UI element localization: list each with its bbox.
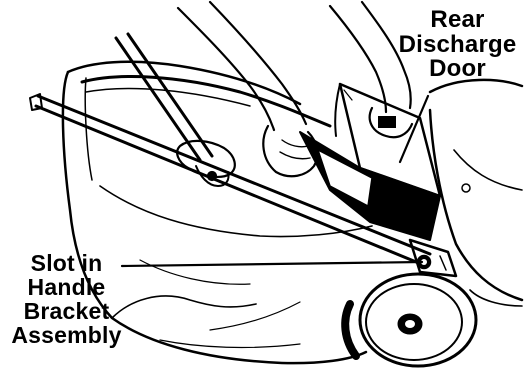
handle-bar — [29, 93, 432, 268]
label-line: Slot in — [30, 250, 103, 276]
leader-lines — [120, 94, 430, 268]
slot-in-handle-bracket-label: Slot in Handle Bracket Assembly — [4, 250, 129, 348]
label-line: Handle — [27, 273, 106, 300]
discharge-chute — [299, 131, 441, 241]
label-line: Discharge — [398, 30, 517, 58]
handle-clamp — [176, 139, 236, 187]
label-line: Rear — [430, 6, 485, 33]
upper-handle-bar — [114, 32, 214, 162]
label-line: Bracket — [23, 297, 110, 324]
mower-deck — [428, 78, 524, 307]
left-arm — [176, 0, 319, 178]
rear-discharge-door-label: Rear Discharge Door — [395, 6, 520, 83]
leader-rear-discharge-door — [398, 94, 430, 164]
rear-wheel — [341, 272, 478, 368]
label-line: Assembly — [11, 321, 122, 348]
leader-slot-in-handle-bracket — [120, 260, 424, 268]
bag-frame-rim — [80, 75, 332, 128]
handle-bracket-assembly — [408, 238, 458, 278]
label-line: Door — [429, 55, 486, 83]
right-arm — [328, 0, 414, 139]
